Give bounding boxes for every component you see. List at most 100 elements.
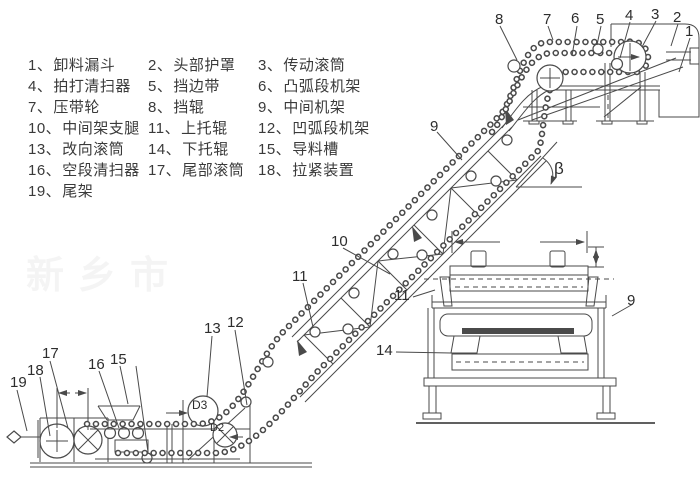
legend-item: 13、改向滚筒 [28,138,124,159]
legend-item-label: 挡辊 [173,99,205,116]
callout-label-β: β [554,159,564,178]
legend-item-label: 尾部滚筒 [182,162,245,179]
legend-item-number: 14、 [148,141,182,158]
callout-label-17: 17 [42,345,59,362]
legend-item-label: 拍打清扫器 [53,78,131,95]
legend-item: 14、下托辊 [148,138,229,159]
legend-item-number: 2、 [148,57,173,74]
legend-item-number: 6、 [258,78,283,95]
legend-item-label: 凹弧段机架 [292,120,370,137]
belt-cleat [470,250,487,268]
legend-item: 1、卸料漏斗 [28,54,115,75]
legend-item: 9、中间机架 [258,96,345,117]
beater-cleaner [610,57,624,71]
lower-roller-right [557,335,588,354]
head-pulleys [507,40,647,92]
callout-label-9: 9 [430,118,438,135]
callout-label-18: 18 [27,362,44,379]
legend-item: 5、挡边带 [148,75,220,96]
sidewall-belt-point [592,43,604,55]
callout-label-7: 7 [543,11,551,28]
callout-label-11: 11 [292,268,308,285]
callout-label-10: 10 [331,233,348,250]
legend-item: 16、空段清扫器 [28,159,140,180]
parts-legend: 1、卸料漏斗 2、头部护罩 3、传动滚筒 4、拍打清扫器 5、挡边带 6、凸弧段机架 7、压… [0,0,420,210]
legend-item-number: 5、 [148,78,173,95]
sidewall-left [439,276,453,307]
callout-label-16: 16 [88,356,105,373]
legend-item: 2、头部护罩 [148,54,235,75]
legend-item-label: 导料槽 [292,141,339,158]
legend-item: 11、上托辊 [148,117,228,138]
legend-item-number: 18、 [258,162,292,179]
legend-item: 10、中间架支腿 [28,117,140,138]
legend-item-label: 卸料漏斗 [53,57,116,74]
belt-carrying-run [87,41,648,424]
head-frame [501,57,684,132]
legend-item: 3、传动滚筒 [258,54,345,75]
legend-item-number: 9、 [258,99,283,116]
legend-item-label: 拉紧装置 [292,162,355,179]
legend-item-number: 4、 [28,78,53,95]
legend-item-label: 上托辊 [181,120,228,137]
legend-item-number: 11、 [148,120,181,137]
callout-label-D3: D3 [192,398,208,412]
legend-item: 17、尾部滚筒 [148,159,244,180]
legend-item-number: 7、 [28,99,53,116]
belt-cleat [549,250,566,268]
callout-label-5: 5 [596,11,604,28]
callout-label-9: 9 [627,292,635,309]
legend-item-label: 中间架支腿 [62,120,140,137]
legend-item-label: 头部护罩 [173,57,236,74]
legend-item-number: 15、 [258,141,292,158]
curve-holddown-roller [507,59,521,73]
legend-item-number: 13、 [28,141,62,158]
callout-label-2: 2 [673,9,681,26]
legend-item: 7、压带轮 [28,96,100,117]
legend-item-number: 12、 [258,120,292,137]
legend-item-number: 1、 [28,57,53,74]
legend-item: 8、挡辊 [148,96,204,117]
legend-item-number: 16、 [28,162,62,179]
legend-item-label: 空段清扫器 [62,162,140,179]
legend-item: 6、凸弧段机架 [258,75,361,96]
tail-assembly [6,388,312,468]
legend-item-label: 凸弧段机架 [283,78,361,95]
callout-label-6: 6 [571,10,579,27]
legend-item: 15、导料槽 [258,138,339,159]
legend-item-number: 3、 [258,57,283,74]
callout-label-14: 14 [376,342,393,359]
callout-label-8: 8 [495,11,503,28]
callout-label-11: 11 [394,287,410,304]
callout-label-D2: D2 [210,422,224,434]
callout-label-19: 19 [10,374,27,391]
callout-label-4: 4 [625,7,633,24]
legend-item: 18、拉紧装置 [258,159,354,180]
legend-item-number: 17、 [148,162,182,179]
cross-section-view [416,231,655,424]
lower-roller-left [450,335,481,354]
feed-chute [97,405,141,421]
callout-label-15: 15 [110,351,127,368]
legend-item: 19、尾架 [28,180,93,201]
legend-item-label: 传动滚筒 [283,57,346,74]
incline-frame [291,108,547,403]
callout-label-12: 12 [227,314,244,331]
tension-screw-end [6,430,22,444]
legend-item-label: 下托辊 [182,141,229,158]
legend-item-label: 尾架 [62,183,94,200]
angle-diagram [515,141,582,188]
sidewall-right [585,276,599,307]
incline-rollers [240,134,513,408]
legend-item-number: 19、 [28,183,62,200]
callout-label-1: 1 [685,23,693,40]
legend-item-label: 挡边带 [173,78,220,95]
legend-item-label: 改向滚筒 [62,141,125,158]
callout-leaders [16,20,691,453]
callout-label-3: 3 [651,6,659,23]
callout-label-13: 13 [204,320,221,337]
legend-item-label: 压带轮 [53,99,100,116]
legend-item-number: 10、 [28,120,62,137]
